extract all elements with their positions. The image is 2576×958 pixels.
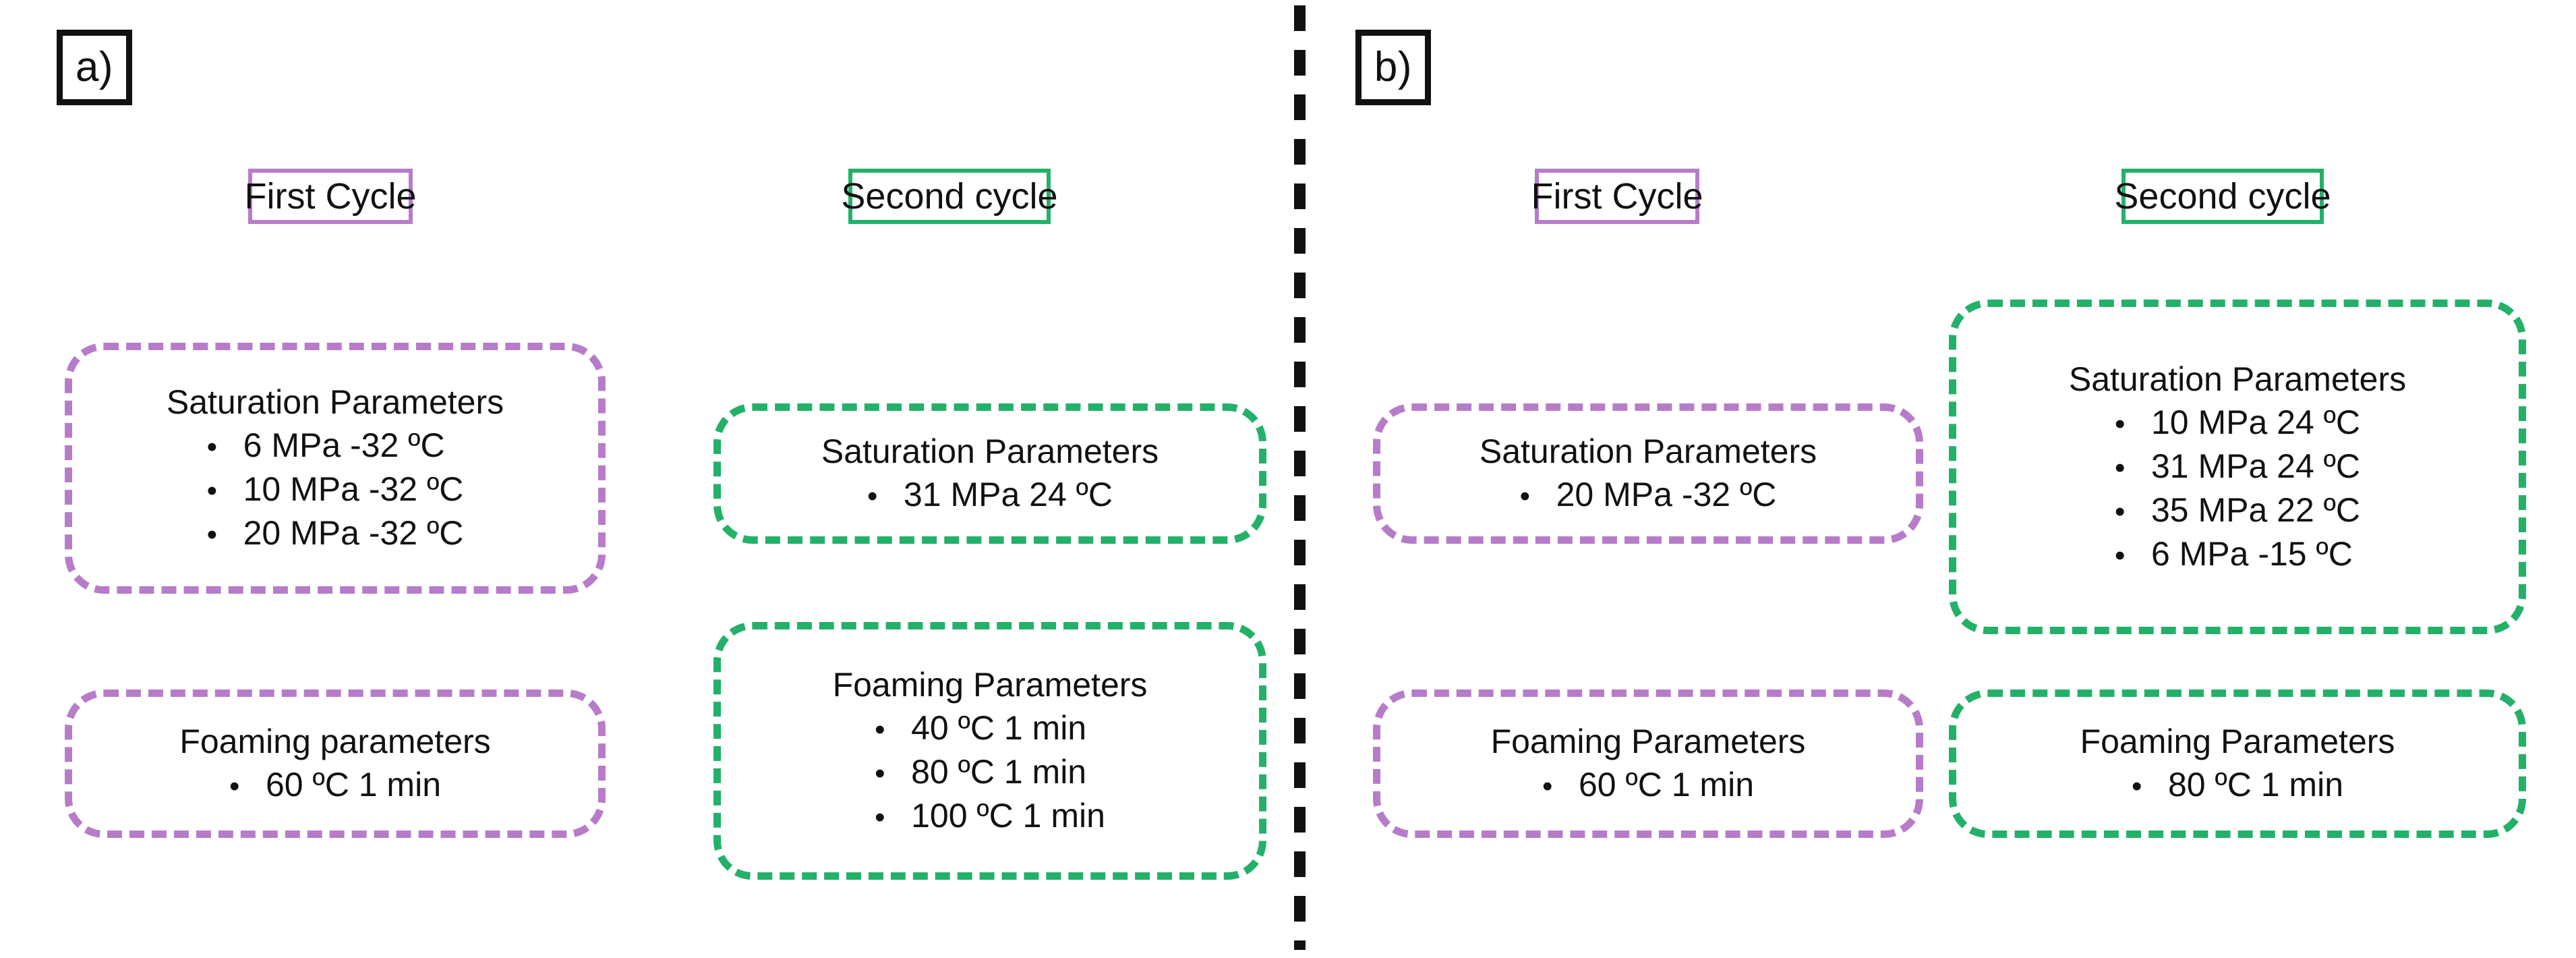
cycle-header-b-second: Second cycle (2114, 169, 2331, 224)
list-item: • 6 MPa -32 ºC (207, 424, 464, 468)
card-a-second-foaming: Foaming Parameters • 40 ºC 1 min • 80 ºC… (713, 622, 1266, 880)
card-bullet-list: • 10 MPa 24 ºC • 31 MPa 24 ºC • 35 MPa 2… (2115, 401, 2360, 576)
bullet-dot-icon: • (867, 480, 878, 513)
list-item-text: 6 MPa -32 ºC (243, 426, 445, 464)
card-b-second-saturation: Saturation Parameters • 10 MPa 24 ºC • 3… (1949, 300, 2526, 634)
card-b-first-saturation: Saturation Parameters • 20 MPa -32 ºC (1373, 403, 1923, 544)
list-item: • 20 MPa -32 ºC (1520, 473, 1777, 517)
list-item: • 60 ºC 1 min (1542, 763, 1754, 807)
bullet-dot-icon: • (1542, 770, 1553, 803)
list-item: • 100 ºC 1 min (875, 794, 1105, 838)
card-title: Saturation Parameters (166, 383, 504, 421)
card-title: Saturation Parameters (2068, 360, 2407, 398)
card-b-first-foaming: Foaming Parameters • 60 ºC 1 min (1373, 689, 1923, 838)
card-bullet-list: • 6 MPa -32 ºC • 10 MPa -32 ºC • 20 MPa … (207, 424, 464, 555)
list-item-text: 10 MPa -32 ºC (243, 470, 464, 508)
cycle-header-label: Second cycle (2114, 176, 2331, 217)
panel-label-a-text: a) (75, 44, 114, 90)
card-bullet-list: • 60 ºC 1 min (229, 763, 441, 807)
cycle-header-a-second: Second cycle (841, 169, 1058, 224)
bullet-dot-icon: • (206, 474, 218, 507)
list-item: • 31 MPa 24 ºC (867, 473, 1113, 517)
card-bullet-list: • 31 MPa 24 ºC (867, 473, 1113, 517)
list-item: • 40 ºC 1 min (875, 706, 1105, 750)
bullet-dot-icon: • (229, 770, 240, 803)
bullet-dot-icon: • (206, 518, 218, 551)
bullet-dot-icon: • (206, 430, 218, 463)
bullet-dot-icon: • (1519, 480, 1531, 513)
card-title: Foaming Parameters (832, 666, 1148, 704)
cycle-header-a-first: First Cycle (245, 169, 417, 224)
card-title: Saturation Parameters (1479, 432, 1817, 470)
list-item: • 10 MPa -32 ºC (207, 468, 464, 511)
card-a-first-saturation: Saturation Parameters • 6 MPa -32 ºC • 1… (65, 343, 606, 594)
card-title: Foaming Parameters (1490, 723, 1806, 760)
list-item: • 60 ºC 1 min (229, 763, 441, 807)
list-item-text: 20 MPa -32 ºC (243, 514, 464, 552)
list-item: • 80 ºC 1 min (875, 750, 1105, 794)
bullet-dot-icon: • (875, 713, 885, 746)
list-item: • 35 MPa 22 ºC (2115, 488, 2360, 532)
list-item-text: 80 ºC 1 min (911, 753, 1087, 791)
bullet-dot-icon: • (875, 757, 885, 790)
list-item: • 20 MPa -32 ºC (207, 511, 464, 555)
list-item: • 10 MPa 24 ºC (2115, 401, 2360, 445)
list-item: • 80 ºC 1 min (2132, 763, 2343, 807)
list-item-text: 10 MPa 24 ºC (2150, 403, 2361, 441)
card-title: Saturation Parameters (821, 432, 1159, 470)
panel-divider-dashed-line (1294, 5, 1306, 950)
list-item-text: 6 MPa -15 ºC (2150, 534, 2353, 573)
list-item: • 6 MPa -15 ºC (2115, 532, 2360, 576)
card-title: Foaming Parameters (2080, 723, 2395, 760)
card-bullet-list: • 60 ºC 1 min (1542, 763, 1754, 807)
bullet-dot-icon: • (2114, 538, 2126, 572)
bullet-dot-icon: • (875, 801, 885, 834)
list-item-text: 35 MPa 22 ºC (2150, 490, 2361, 529)
card-b-second-foaming: Foaming Parameters • 80 ºC 1 min (1949, 689, 2526, 838)
list-item-text: 31 MPa 24 ºC (2150, 447, 2361, 485)
card-a-second-saturation: Saturation Parameters • 31 MPa 24 ºC (713, 403, 1266, 544)
panel-label-a: a) (57, 30, 132, 105)
list-item-text: 20 MPa -32 ºC (1556, 476, 1777, 513)
cycle-header-label: Second cycle (841, 176, 1058, 217)
list-item-text: 40 ºC 1 min (911, 709, 1087, 747)
bullet-dot-icon: • (2114, 451, 2126, 484)
bullet-dot-icon: • (2131, 770, 2142, 803)
list-item-text: 60 ºC 1 min (1578, 766, 1755, 804)
card-bullet-list: • 80 ºC 1 min (2132, 763, 2343, 807)
card-title: Foaming parameters (179, 723, 491, 760)
panel-label-b-text: b) (1374, 44, 1413, 90)
cycle-header-label: First Cycle (1531, 176, 1703, 217)
card-bullet-list: • 20 MPa -32 ºC (1520, 473, 1777, 517)
list-item-text: 60 ºC 1 min (265, 766, 442, 804)
list-item-text: 100 ºC 1 min (911, 797, 1105, 835)
bullet-dot-icon: • (2114, 407, 2126, 441)
cycle-header-label: First Cycle (244, 176, 417, 217)
list-item-text: 80 ºC 1 min (2167, 766, 2344, 804)
list-item-text: 31 MPa 24 ºC (903, 476, 1113, 513)
card-a-first-foaming: Foaming parameters • 60 ºC 1 min (65, 689, 606, 838)
list-item: • 31 MPa 24 ºC (2115, 445, 2360, 488)
bullet-dot-icon: • (2114, 495, 2126, 528)
cycle-header-b-first: First Cycle (1531, 169, 1703, 224)
panel-label-b: b) (1355, 30, 1431, 105)
card-bullet-list: • 40 ºC 1 min • 80 ºC 1 min • 100 ºC 1 m… (875, 706, 1105, 838)
